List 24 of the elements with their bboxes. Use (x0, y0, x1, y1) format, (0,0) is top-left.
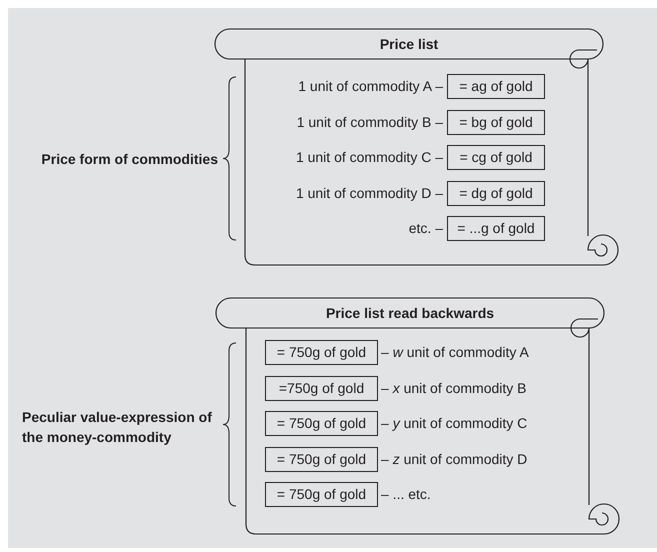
row-text: etc. – (408, 219, 443, 238)
price-box: = dg of gold (447, 180, 545, 206)
price-box: = 750g of gold (265, 340, 378, 365)
row-text: – ... etc. (381, 485, 431, 504)
price-box: = cg of gold (447, 145, 545, 170)
row-text: – y unit of commodity C (381, 414, 528, 434)
price-box: =750g of gold (265, 376, 378, 401)
bracket-label: Price form of commodities (40, 150, 218, 169)
price-box: = ag of gold (447, 74, 545, 99)
price-box: = 750g of gold (265, 482, 378, 508)
price-box: = 750g of gold (265, 411, 378, 436)
row-text: 1 unit of commodity C – (296, 148, 443, 167)
bracket-label: Peculiar value-expression of the money-commodity (22, 408, 213, 447)
row-text: 1 unit of commodity D – (296, 184, 443, 203)
price-box: = 750g of gold (265, 446, 378, 472)
row-text: 1 unit of commodity B – (296, 112, 443, 132)
scroll-title: Price list read backwards (324, 304, 496, 323)
row-text: – w unit of commodity A (381, 343, 529, 362)
scroll-title: Price list (378, 35, 440, 54)
row-text: – x unit of commodity B (381, 378, 527, 398)
row-text: 1 unit of commodity A – (298, 77, 443, 96)
row-text: – z unit of commodity D (381, 450, 528, 469)
price-box: = bg of gold (447, 110, 545, 134)
price-box: = ...g of gold (447, 216, 545, 241)
